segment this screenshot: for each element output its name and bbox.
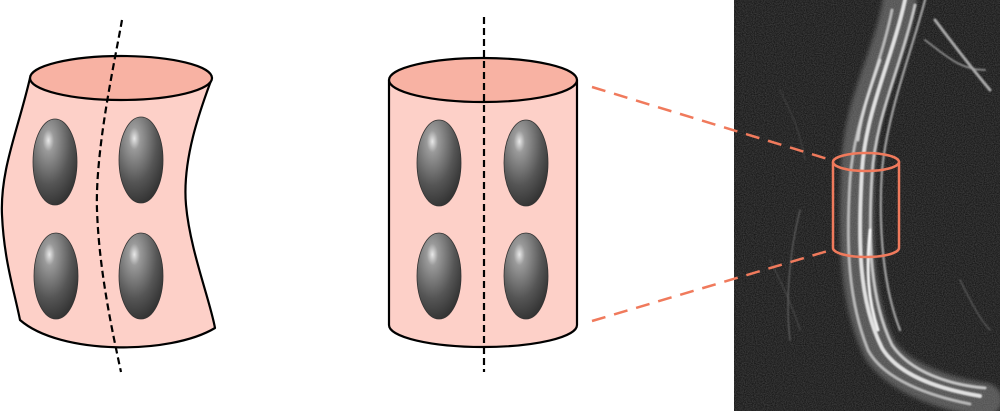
connector-bottom	[591, 248, 832, 323]
ellipsoid	[416, 232, 462, 320]
ellipsoid	[503, 119, 549, 207]
bent-cylinder-panel	[0, 19, 217, 373]
bent-cylinder-centerline	[95, 19, 124, 373]
fiber-glow	[840, 0, 1000, 411]
straight-cylinder-panel	[387, 17, 579, 372]
inset-cylinder	[831, 151, 901, 259]
zoom-connectors	[591, 85, 832, 323]
bent-cylinder-top	[28, 54, 214, 102]
connector-top	[591, 85, 832, 162]
ellipsoid	[416, 119, 462, 207]
fiber-strands	[769, 0, 992, 406]
mri-fiber-image	[734, 0, 1000, 411]
ellipsoid	[118, 232, 164, 320]
ellipsoid	[118, 116, 164, 204]
ellipsoid	[32, 118, 78, 206]
ellipsoid	[503, 232, 549, 320]
straight-cylinder-top	[387, 56, 579, 104]
ellipsoid	[33, 232, 79, 320]
